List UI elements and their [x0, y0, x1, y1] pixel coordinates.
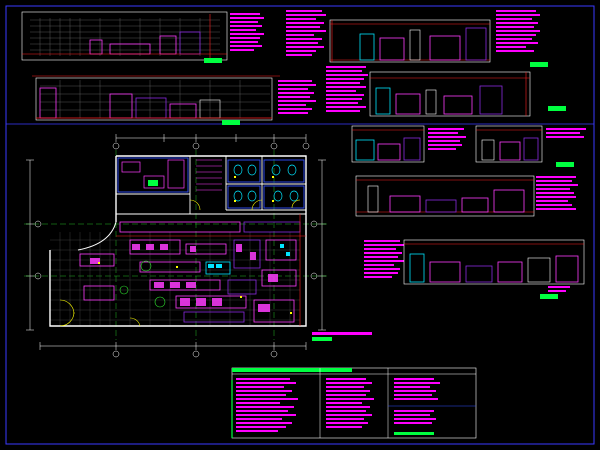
- plant-symbols: [119, 260, 166, 308]
- curved-entry-wall: [77, 221, 117, 251]
- table-entries: [236, 378, 440, 432]
- annotation-block: [364, 240, 404, 278]
- annotation-block: [230, 13, 264, 51]
- elevation-mid-right-small: [351, 125, 586, 167]
- annotation-block: [326, 66, 368, 112]
- elevation-top-left: [21, 11, 264, 63]
- elevation-mid-right: [326, 66, 566, 117]
- elevation-right-lower: [355, 175, 578, 217]
- door-swings: [59, 199, 301, 327]
- elevation-right-bottom: [364, 239, 585, 299]
- annotation-block: [548, 286, 570, 292]
- plan-title-bar: [312, 332, 372, 335]
- axis-bubbles: [34, 142, 318, 358]
- annotation-block: [286, 10, 326, 56]
- annotation-block: [496, 10, 540, 52]
- elevation-top-right: [286, 10, 548, 67]
- elevation-second-row: [32, 75, 316, 125]
- restroom-fixtures: [233, 164, 299, 202]
- sheet-border: [5, 5, 595, 445]
- annotation-block: [536, 176, 578, 210]
- exterior-walls: [49, 155, 307, 327]
- dimension-lines: [26, 134, 326, 350]
- floor-plan: [24, 134, 372, 358]
- annotation-block: [428, 128, 466, 150]
- schedule-table: [231, 367, 477, 439]
- annotation-block: [278, 80, 316, 114]
- interior-partitions: [116, 156, 306, 215]
- kitchen-equipment: [79, 221, 301, 323]
- annotation-block: [546, 128, 586, 138]
